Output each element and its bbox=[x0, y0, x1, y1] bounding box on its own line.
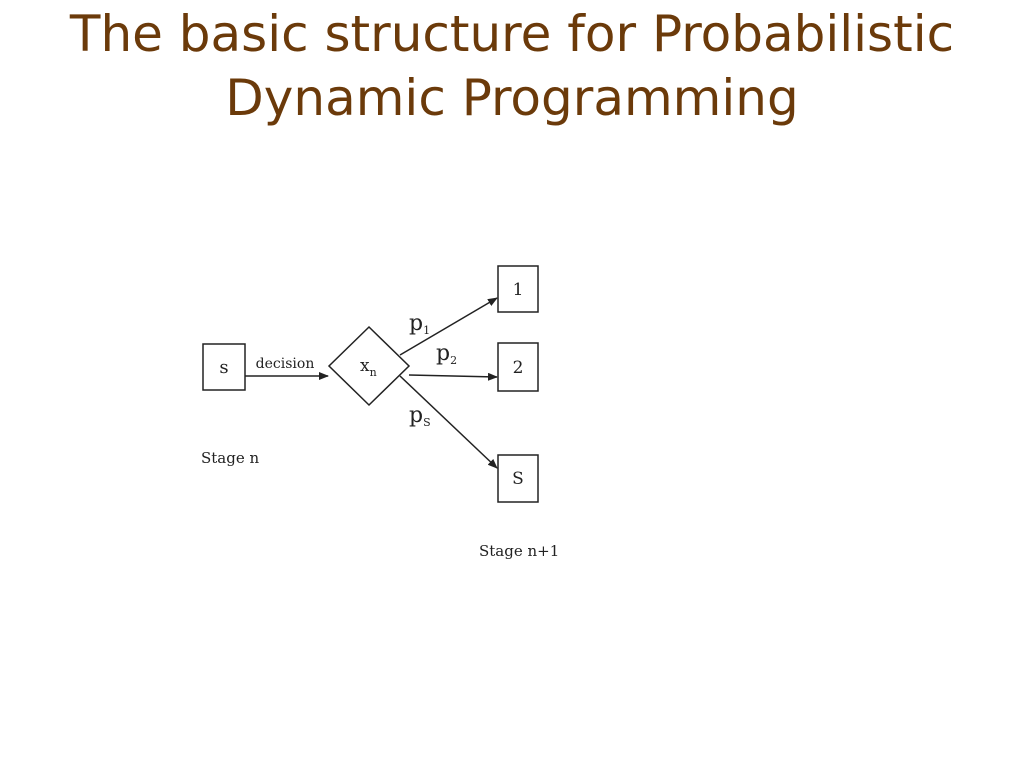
branch-arrow-2 bbox=[408, 372, 498, 381]
decision-node bbox=[327, 325, 411, 407]
prob-label-1: p1 bbox=[409, 311, 430, 337]
decision-node-label: xn bbox=[360, 356, 377, 379]
outcome-box-2 bbox=[497, 342, 539, 392]
prob-label-s: pS bbox=[409, 403, 431, 429]
decision-label: decision bbox=[256, 356, 315, 372]
outcome-box-1 bbox=[497, 265, 539, 313]
outcome-box-2-label: 2 bbox=[513, 358, 524, 378]
slide-title-line-1: The basic structure for Probabilistic bbox=[69, 5, 955, 63]
stage-n1-label: Stage n+1 bbox=[479, 542, 559, 560]
slide-title: The basic structure for Probabilistic Dy… bbox=[0, 2, 1024, 130]
state-box bbox=[202, 343, 246, 391]
stage-n-label: Stage n bbox=[201, 449, 259, 467]
state-box-label: s bbox=[219, 357, 228, 378]
outcome-box-s-label: S bbox=[512, 469, 524, 489]
outcome-box-s bbox=[497, 454, 539, 503]
outcome-box-1-label: 1 bbox=[513, 280, 524, 300]
prob-label-2: p2 bbox=[436, 341, 457, 367]
branch-arrow-1 bbox=[399, 297, 498, 356]
branch-arrow-s bbox=[399, 375, 498, 469]
slide-title-line-2: Dynamic Programming bbox=[225, 69, 799, 127]
